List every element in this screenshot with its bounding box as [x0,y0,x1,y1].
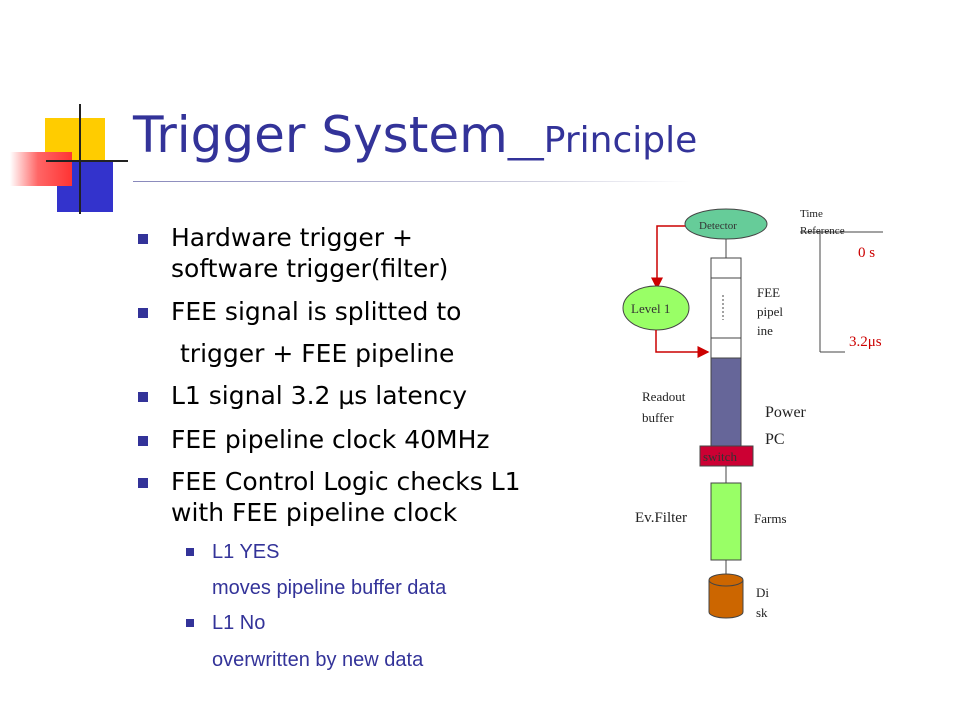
fee-pipeline-label-line: pipel [757,304,783,319]
disk-label: Di sk [756,583,769,623]
title-main: Trigger System [133,106,508,164]
bullet-text: FEE Control Logic checks L1 [171,467,521,496]
decor-horizontal-line [46,160,128,162]
time-reference-line: Reference [800,225,845,237]
ev-filter-label: Ev.Filter [635,510,687,526]
bullet-text: L1 signal 3.2 μs latency [171,381,468,410]
power-pc-label-line: PC [765,431,785,448]
sub-bullet-detail: overwritten by new data [212,649,424,671]
decor-red-block [10,152,72,186]
bullet-text: software trigger(filter) [171,254,449,283]
detector-label: Detector [699,220,737,232]
sub-bullet-detail: moves pipeline buffer data [212,577,447,599]
time-reference-label: Time Reference [800,206,845,240]
bullet-text: Hardware trigger + [171,223,413,252]
switch-label: switch [703,449,737,464]
time-zero-label: 0 s [858,245,876,261]
bullet-marker [138,436,148,446]
fee-pipeline-label-line: ine [757,323,773,338]
bullet-text: FEE pipeline clock 40MHz [171,425,490,454]
sub-bullet-label: L1 No [212,612,266,634]
readout-buffer-box [710,357,742,447]
readout-buffer-label-line: buffer [642,410,674,425]
time-reference-line: Time [800,208,823,220]
disk-top [708,573,744,587]
detector-to-level1-arrow [651,225,685,290]
bullet-marker [138,392,148,402]
fee-pipeline-label-line: FEE [757,285,781,300]
bullet-marker [138,234,148,244]
title-sub: __Principle [507,120,698,161]
sub-bullet-label: L1 YES [212,541,280,563]
power-pc-label-line: Power [765,404,806,421]
bullet-text: trigger + FEE pipeline [180,339,455,368]
disk-label-line: sk [756,605,768,620]
sub-bullet-marker [186,548,194,556]
slide-title: Trigger System__Principle [133,110,697,160]
sub-bullet-marker [186,619,194,627]
disk-cylinder [708,580,744,619]
readout-buffer-label: Readout buffer [642,386,685,428]
farms-label: Farms [754,511,787,526]
readout-buffer-label-line: Readout [642,389,686,404]
bullet-text: FEE signal is splitted to [171,297,462,326]
bullet-marker [138,478,148,488]
bullet-text: with FEE pipeline clock [171,498,458,527]
disk-label-line: Di [756,585,769,600]
fee-pipeline-box [710,257,742,359]
decor-vertical-line [79,104,81,214]
bullet-marker [138,308,148,318]
fee-pipeline-label: FEE pipel ine [757,283,783,340]
level1-label: Level 1 [631,301,671,316]
time-latency-label: 3.2μs [849,334,882,350]
title-underline [133,181,693,182]
level1-to-readout-arrow [655,330,710,358]
farms-box [710,482,742,561]
power-pc-label: Power PC [765,399,806,453]
